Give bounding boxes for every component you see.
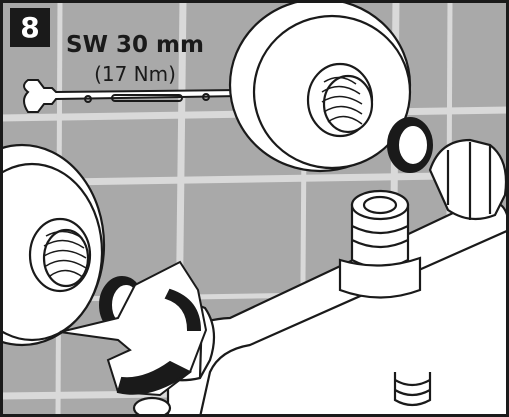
wall-flange-left — [0, 143, 106, 347]
wrench-size-label: SW 30 mm — [66, 32, 204, 58]
seal-ring-upper — [387, 117, 433, 173]
step-number-badge: 8 — [10, 8, 50, 47]
wall-flange-upper — [228, 0, 412, 173]
sealing-tape-icon — [59, 260, 208, 397]
torque-label: (17 Nm) — [94, 62, 176, 86]
